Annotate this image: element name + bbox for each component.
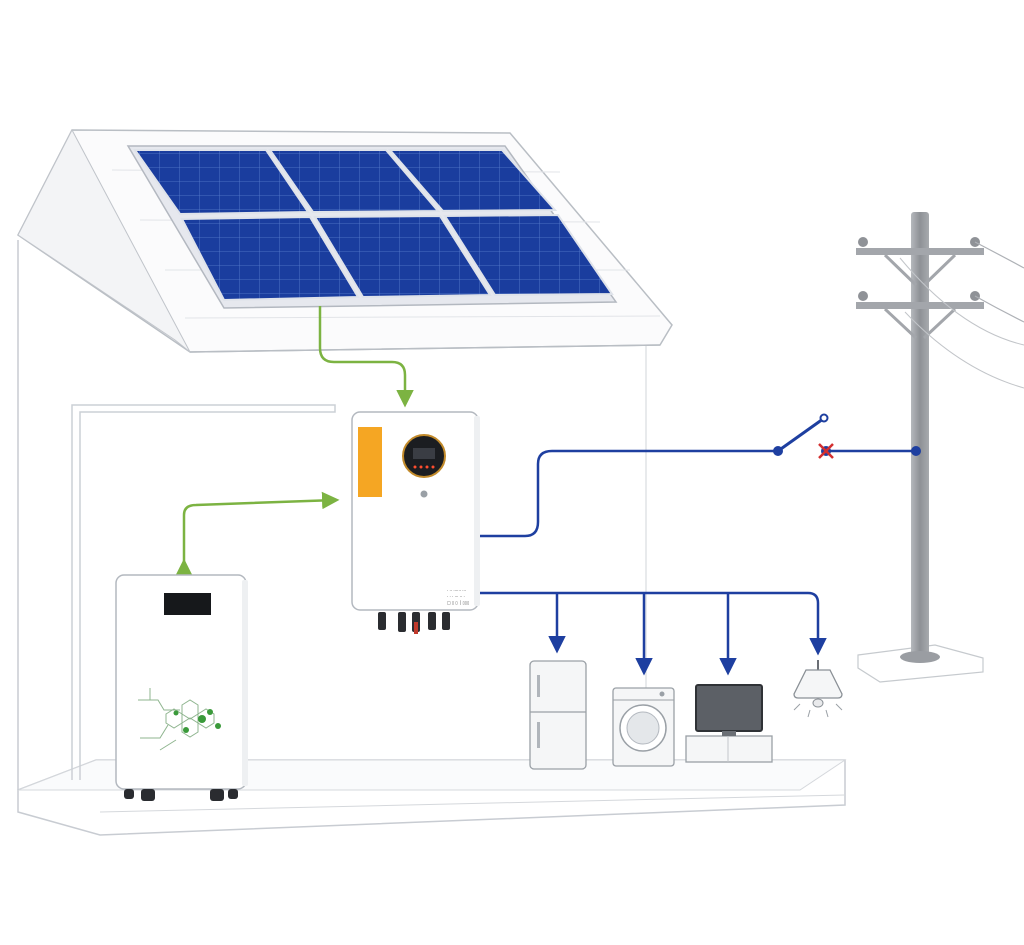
- battery-graphic: [138, 688, 215, 751]
- lamp-icon: [793, 660, 843, 718]
- interior-opening: [71, 404, 336, 780]
- washer-icon: [612, 687, 675, 767]
- battery-display: [164, 593, 211, 615]
- inverter-accent-stripe: [358, 427, 382, 497]
- battery-wheels: [124, 789, 238, 801]
- inverter-led: [420, 490, 428, 498]
- dc-connections: [175, 306, 414, 576]
- solar-panel-1: [133, 149, 310, 216]
- line-inverter-to-grid: [478, 449, 778, 538]
- solar-panel-4: [180, 215, 360, 302]
- utility-pole-icon: [856, 212, 1024, 683]
- inverter-label-3: □ ▯ ▯ │ ▯▯▯: [447, 600, 469, 605]
- ac-connections: [478, 449, 920, 676]
- solar-panel-6: [443, 213, 614, 297]
- solar-panel-5: [313, 214, 492, 299]
- line-solar-to-inverter: [318, 306, 414, 408]
- disconnect-mark-icon: [818, 443, 834, 459]
- inverter-icon: · ·· ······ ··· · · · ··· ·· · □ ▯ ▯ │ ▯…: [351, 411, 480, 634]
- line-load-bus: [478, 591, 827, 656]
- battery-icon: [115, 574, 248, 801]
- inverter-connectors: [378, 612, 450, 634]
- fridge-icon: [529, 660, 587, 770]
- inverter-label-1: · ·· ······ ···: [447, 588, 466, 593]
- inverter-label-2: · · · ··· ·· ·: [447, 594, 465, 599]
- solar-panel-3: [387, 149, 558, 213]
- line-battery-to-inverter: [175, 491, 340, 576]
- solar-panel-2: [268, 149, 441, 214]
- tv-icon: [685, 684, 773, 763]
- solar-panel-array: [126, 145, 618, 309]
- switch-icon: [773, 413, 921, 459]
